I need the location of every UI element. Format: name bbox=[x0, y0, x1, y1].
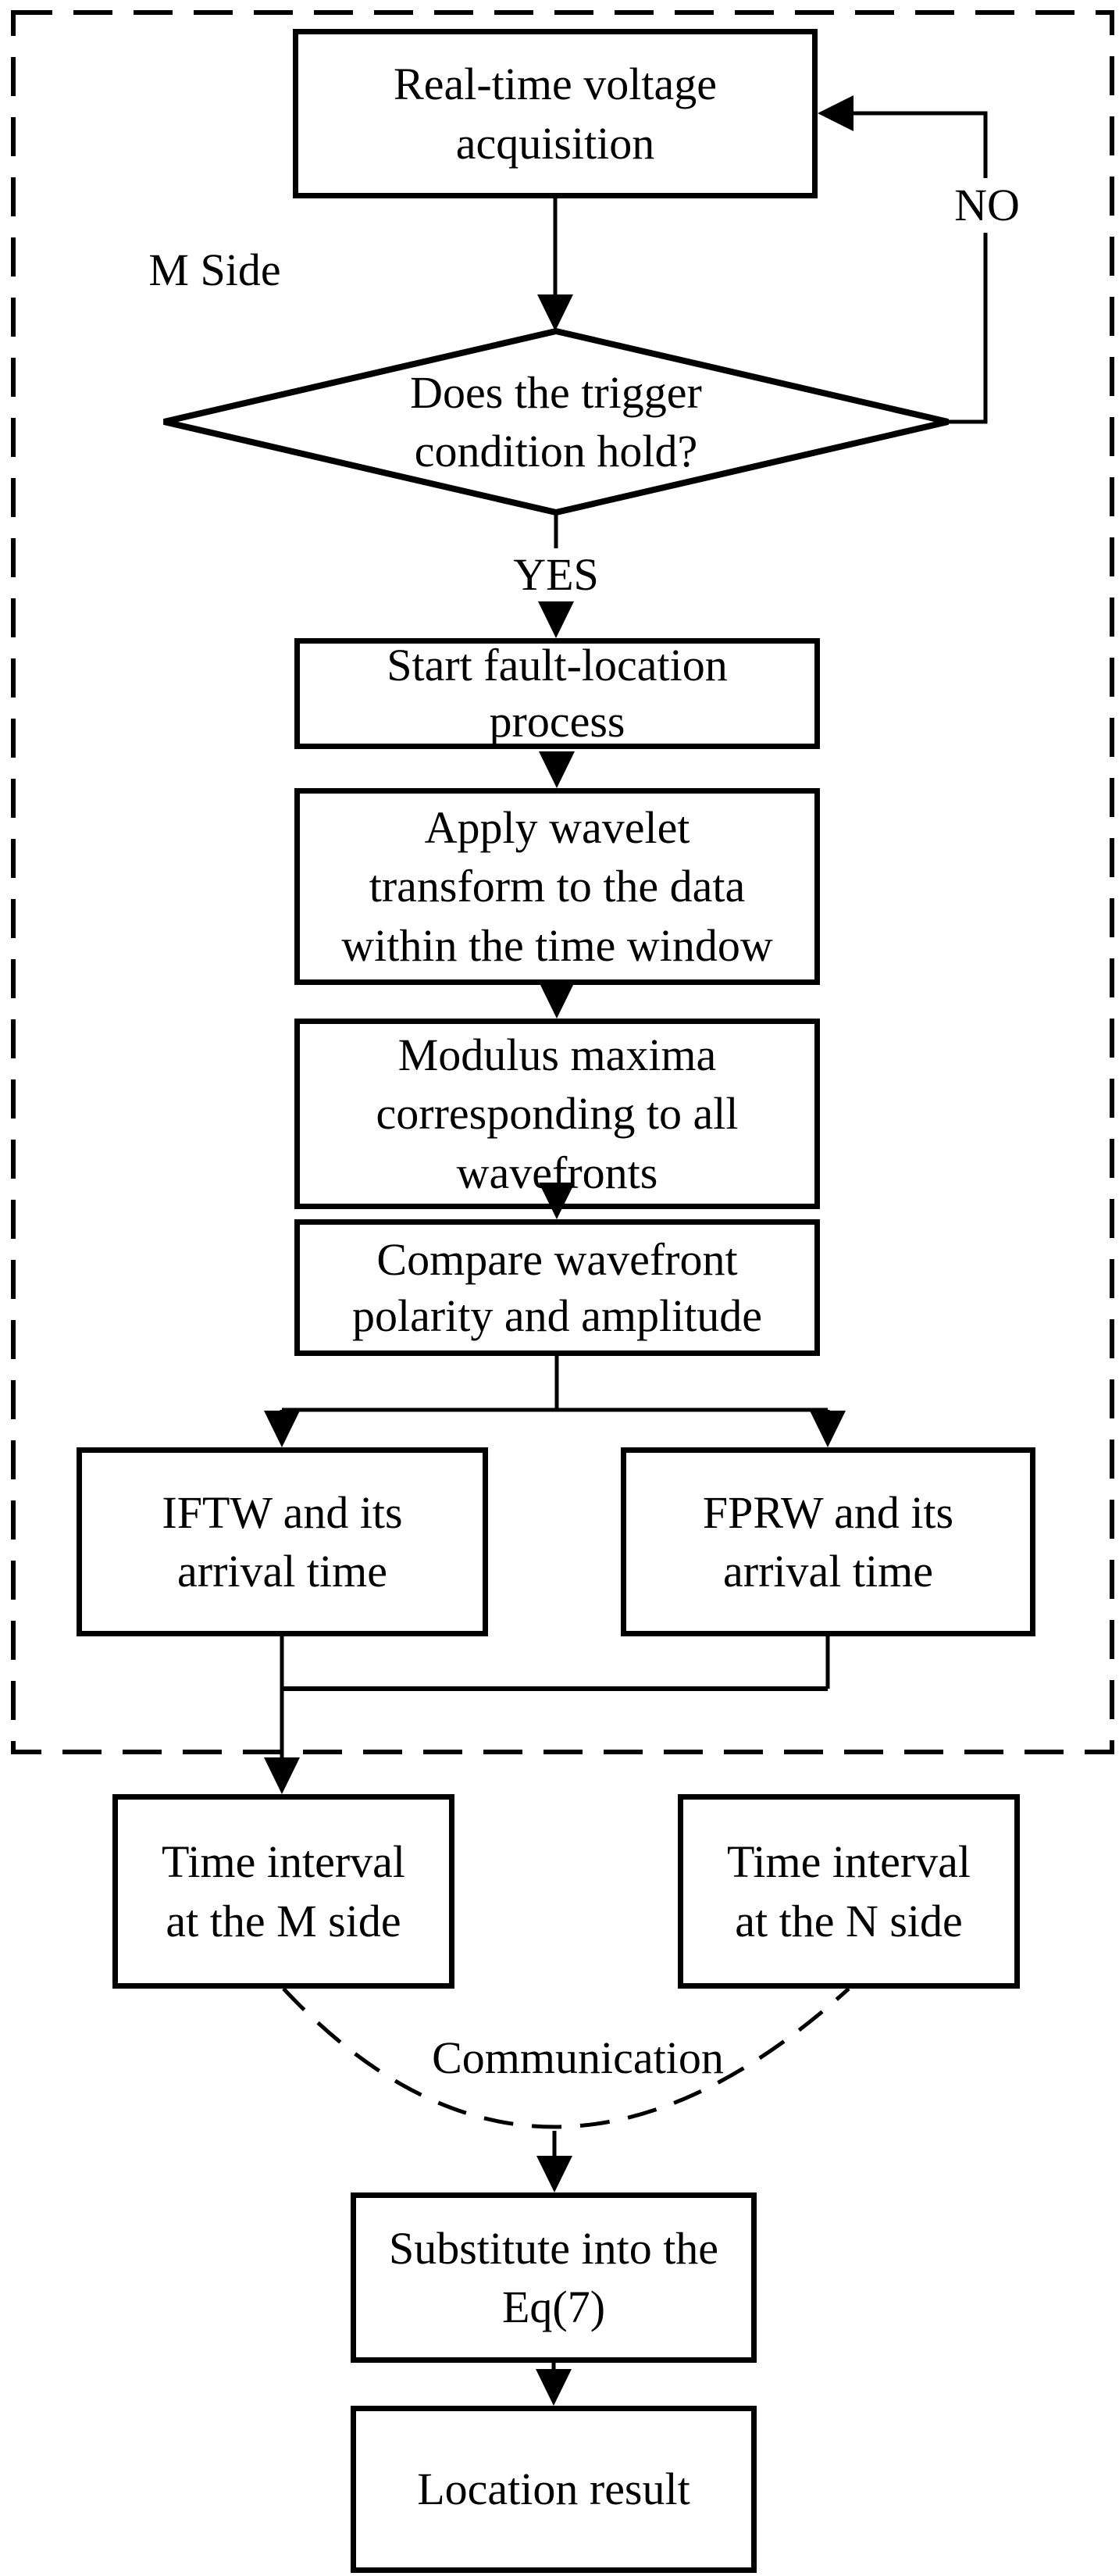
node-text-line: Eq(7) bbox=[501, 2282, 606, 2332]
node-text-line: polarity and amplitude bbox=[351, 1290, 763, 1341]
node-time-interval-m-side: Time interval at the M side bbox=[112, 1794, 454, 1989]
arrowhead-to-interval-m bbox=[264, 1757, 300, 1794]
arrowhead-wavelet-to-modulus bbox=[539, 982, 575, 1019]
node-text-line: Real-time voltage bbox=[394, 59, 717, 110]
node-time-interval-n-side: Time interval at the N side bbox=[678, 1794, 1020, 1989]
no-feedback-line bbox=[854, 111, 988, 424]
communication-label: Communication bbox=[432, 2032, 724, 2083]
node-text-line: IFTW and its bbox=[162, 1486, 403, 1538]
node-text-line: at the N side bbox=[735, 1895, 963, 1946]
node-text-line: within the time window bbox=[341, 919, 773, 971]
node-modulus-maxima: Modulus maxima corresponding to all wave… bbox=[294, 1019, 820, 1209]
node-text-line: wavefronts bbox=[456, 1147, 658, 1198]
node-iftw-arrival-time: IFTW and its arrival time bbox=[77, 1447, 488, 1636]
node-text-line: transform to the data bbox=[369, 861, 746, 912]
node-text-line: arrival time bbox=[177, 1546, 387, 1597]
arrowhead-to-substitute bbox=[536, 2156, 572, 2192]
node-apply-wavelet-transform: Apply wavelet transform to the data with… bbox=[294, 788, 820, 985]
node-text-line: Does the trigger bbox=[410, 366, 702, 418]
arrowhead-split-to-iftw bbox=[264, 1411, 300, 1447]
node-text-line: Substitute into the bbox=[388, 2222, 719, 2274]
node-text-line: Apply wavelet bbox=[424, 801, 690, 853]
node-text-line: process bbox=[489, 696, 625, 747]
node-start-fault-location: Start fault-location process bbox=[294, 638, 820, 749]
node-location-result: Location result bbox=[351, 2406, 757, 2573]
node-text-line: FPRW and its bbox=[702, 1486, 954, 1538]
node-text-line: Modulus maxima bbox=[397, 1029, 717, 1080]
node-text-line: Compare wavefront bbox=[376, 1233, 738, 1285]
node-compare-wavefront: Compare wavefront polarity and amplitude bbox=[294, 1219, 820, 1356]
branch-label-yes: YES bbox=[513, 549, 599, 600]
arrowhead-to-trigger bbox=[537, 294, 573, 331]
region-label-m-side: M Side bbox=[148, 244, 281, 295]
node-text-line: Location result bbox=[417, 2464, 690, 2515]
node-text-line: corresponding to all bbox=[376, 1088, 739, 1140]
node-fprw-arrival-time: FPRW and its arrival time bbox=[621, 1447, 1035, 1636]
arrowhead-start-to-wavelet bbox=[539, 751, 575, 788]
line-compare-split bbox=[280, 1356, 830, 1415]
node-text-line: Time interval bbox=[161, 1836, 405, 1888]
node-text-line: acquisition bbox=[455, 117, 655, 169]
branch-label-no: NO bbox=[936, 178, 1038, 233]
node-text-line: Start fault-location bbox=[387, 640, 728, 691]
node-text-line: condition hold? bbox=[414, 426, 698, 476]
arrowhead-yes-to-start bbox=[538, 601, 574, 638]
arrowhead-no-to-acquisition bbox=[818, 95, 854, 131]
arrowhead-split-to-fprw bbox=[810, 1411, 846, 1447]
node-text-line: at the M side bbox=[166, 1895, 401, 1946]
arrowhead-to-result bbox=[536, 2369, 572, 2406]
node-substitute-eq7: Substitute into the Eq(7) bbox=[351, 2192, 757, 2363]
node-text-line: Time interval bbox=[726, 1836, 971, 1888]
node-text-line: arrival time bbox=[723, 1546, 933, 1597]
node-real-time-voltage-acquisition: Real-time voltage acquisition bbox=[293, 29, 818, 198]
node-trigger-decision: Does the trigger condition hold? bbox=[283, 336, 829, 508]
